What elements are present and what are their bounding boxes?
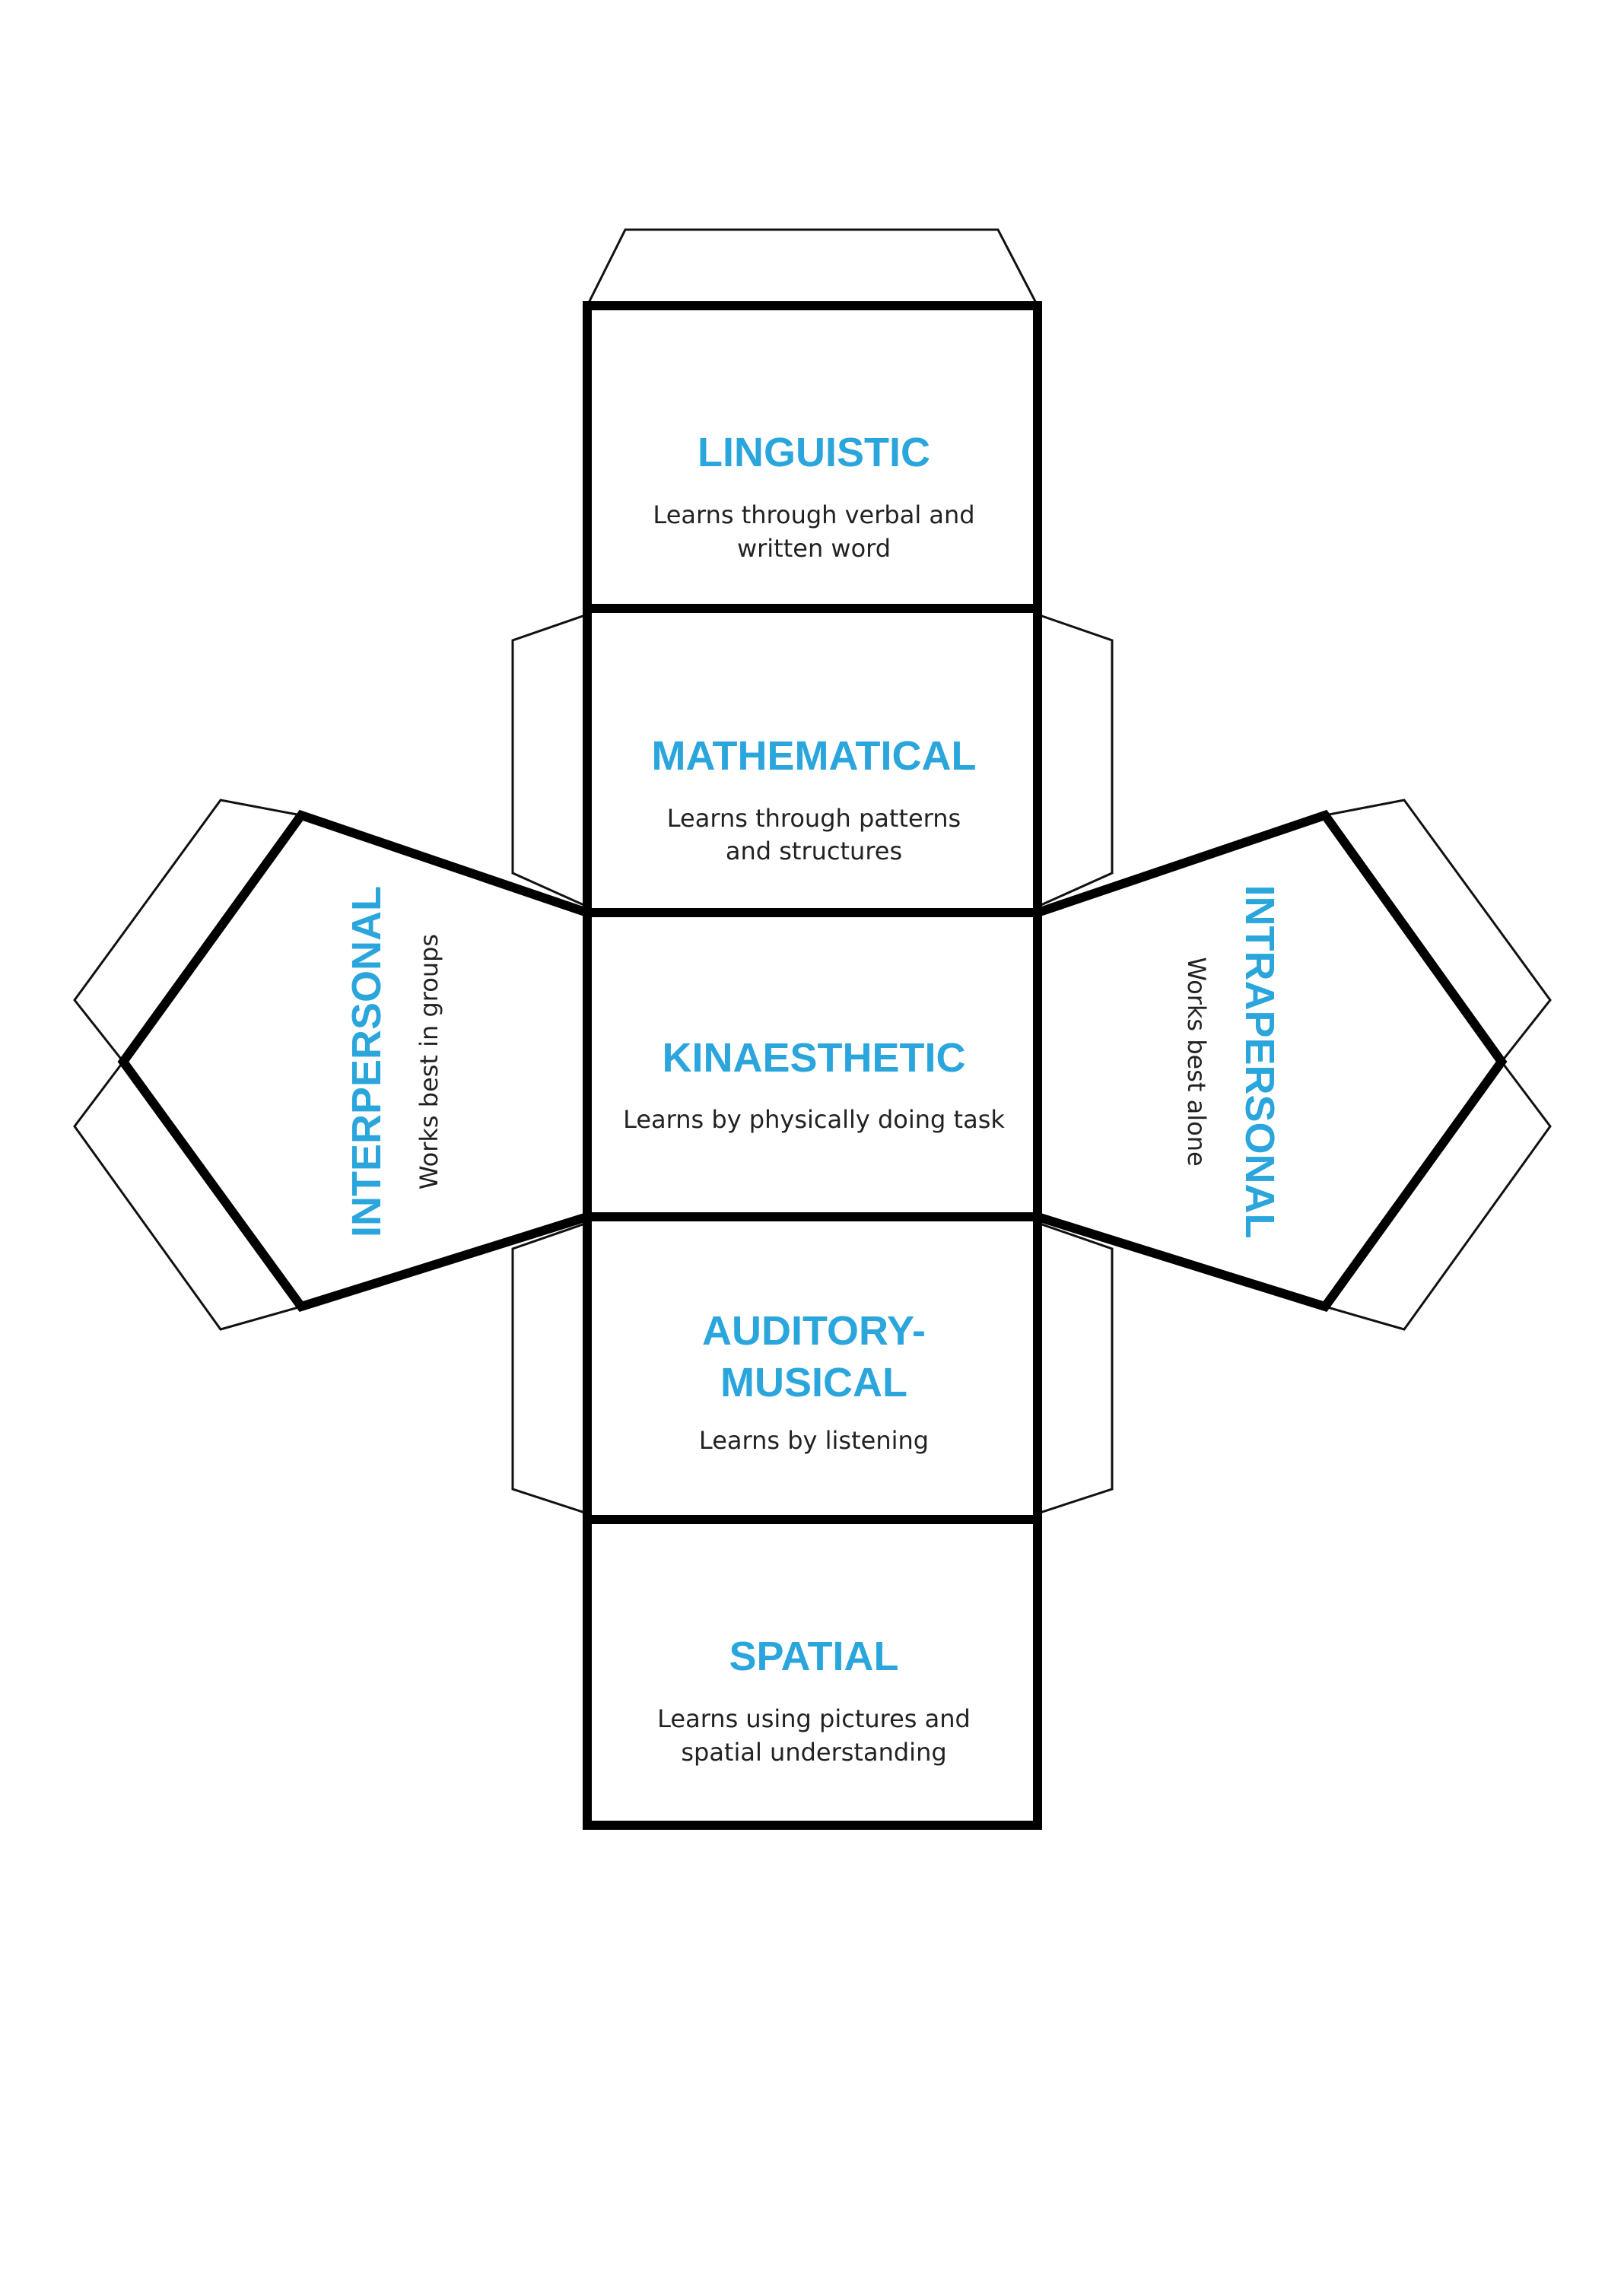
auditory-title-line1: AUDITORY- [702,1308,926,1354]
linguistic-face: LINGUISTIC Learns through verbal and wri… [653,430,974,563]
face-column [583,301,1042,1830]
mathematical-face: MATHEMATICAL Learns through patterns and… [652,733,977,865]
linguistic-desc-line2: written word [737,534,891,563]
auditory-title-line2: MUSICAL [720,1360,907,1405]
spatial-face-outline [583,1515,1042,1830]
mathematical-desc-line1: Learns through patterns [667,804,961,833]
interpersonal-face: INTERPERSONAL Works best in groups [344,886,443,1237]
kinaesthetic-face: KINAESTHETIC Learns by physically doing … [623,1035,1005,1134]
left-tab-bottom [73,1059,304,1331]
right-tab-top [1323,799,1552,1064]
left-tab-upper [511,612,589,909]
interpersonal-title: INTERPERSONAL [344,886,389,1237]
spatial-desc-line2: spatial understanding [681,1738,946,1767]
kinaesthetic-title: KINAESTHETIC [662,1035,965,1081]
top-tab [585,228,1040,307]
kinaesthetic-desc: Learns by physically doing task [623,1105,1005,1134]
left-tab-top [73,799,304,1064]
spatial-desc-line1: Learns using pictures and [657,1704,971,1733]
right-tab-bottom [1323,1059,1552,1331]
auditory-face: AUDITORY- MUSICAL Learns by listening [699,1308,929,1455]
right-tab-upper [1036,612,1114,909]
right-tab-lower [1036,1221,1114,1516]
left-tab-lower [511,1221,589,1516]
intrapersonal-title: INTRAPERSONAL [1237,884,1282,1238]
auditory-desc: Learns by listening [699,1426,929,1455]
linguistic-desc-line1: Learns through verbal and [653,500,974,529]
intrapersonal-face: INTRAPERSONAL Works best alone [1182,884,1282,1238]
intrapersonal-desc: Works best alone [1182,957,1211,1166]
spatial-title: SPATIAL [729,1634,899,1679]
mathematical-desc-line2: and structures [726,837,902,865]
interpersonal-desc: Works best in groups [415,934,443,1189]
mathematical-title: MATHEMATICAL [652,733,977,779]
spatial-face: SPATIAL Learns using pictures and spatia… [657,1634,971,1767]
linguistic-title: LINGUISTIC [698,430,930,475]
